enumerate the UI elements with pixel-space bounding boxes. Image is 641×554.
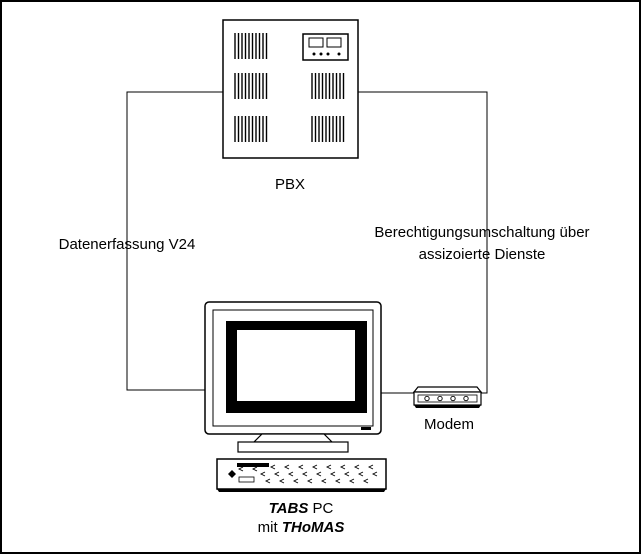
computer-monitor-icon bbox=[204, 301, 382, 453]
keyboard-icon bbox=[216, 458, 387, 492]
services-label-line1: Berechtigungsumschaltung über bbox=[374, 224, 589, 241]
pc-software-bold: THoMAS bbox=[282, 519, 345, 536]
services-line bbox=[358, 91, 488, 394]
pbx-label: PBX bbox=[275, 176, 305, 193]
pc-label-line1: TABS PC bbox=[269, 500, 334, 517]
pc-name-bold: TABS bbox=[269, 500, 309, 517]
pbx-cabinet-icon bbox=[222, 19, 359, 159]
v24-data-label: Datenerfassung V24 bbox=[59, 236, 196, 253]
pc-name-rest: PC bbox=[308, 500, 333, 517]
modem-icon bbox=[412, 386, 483, 408]
pc-label-line2: mit THoMAS bbox=[258, 519, 345, 536]
modem-label: Modem bbox=[424, 416, 474, 433]
v24-data-line bbox=[126, 91, 223, 391]
services-label-line2: assizoierte Dienste bbox=[419, 246, 546, 263]
pc-software-prefix: mit bbox=[258, 519, 282, 536]
